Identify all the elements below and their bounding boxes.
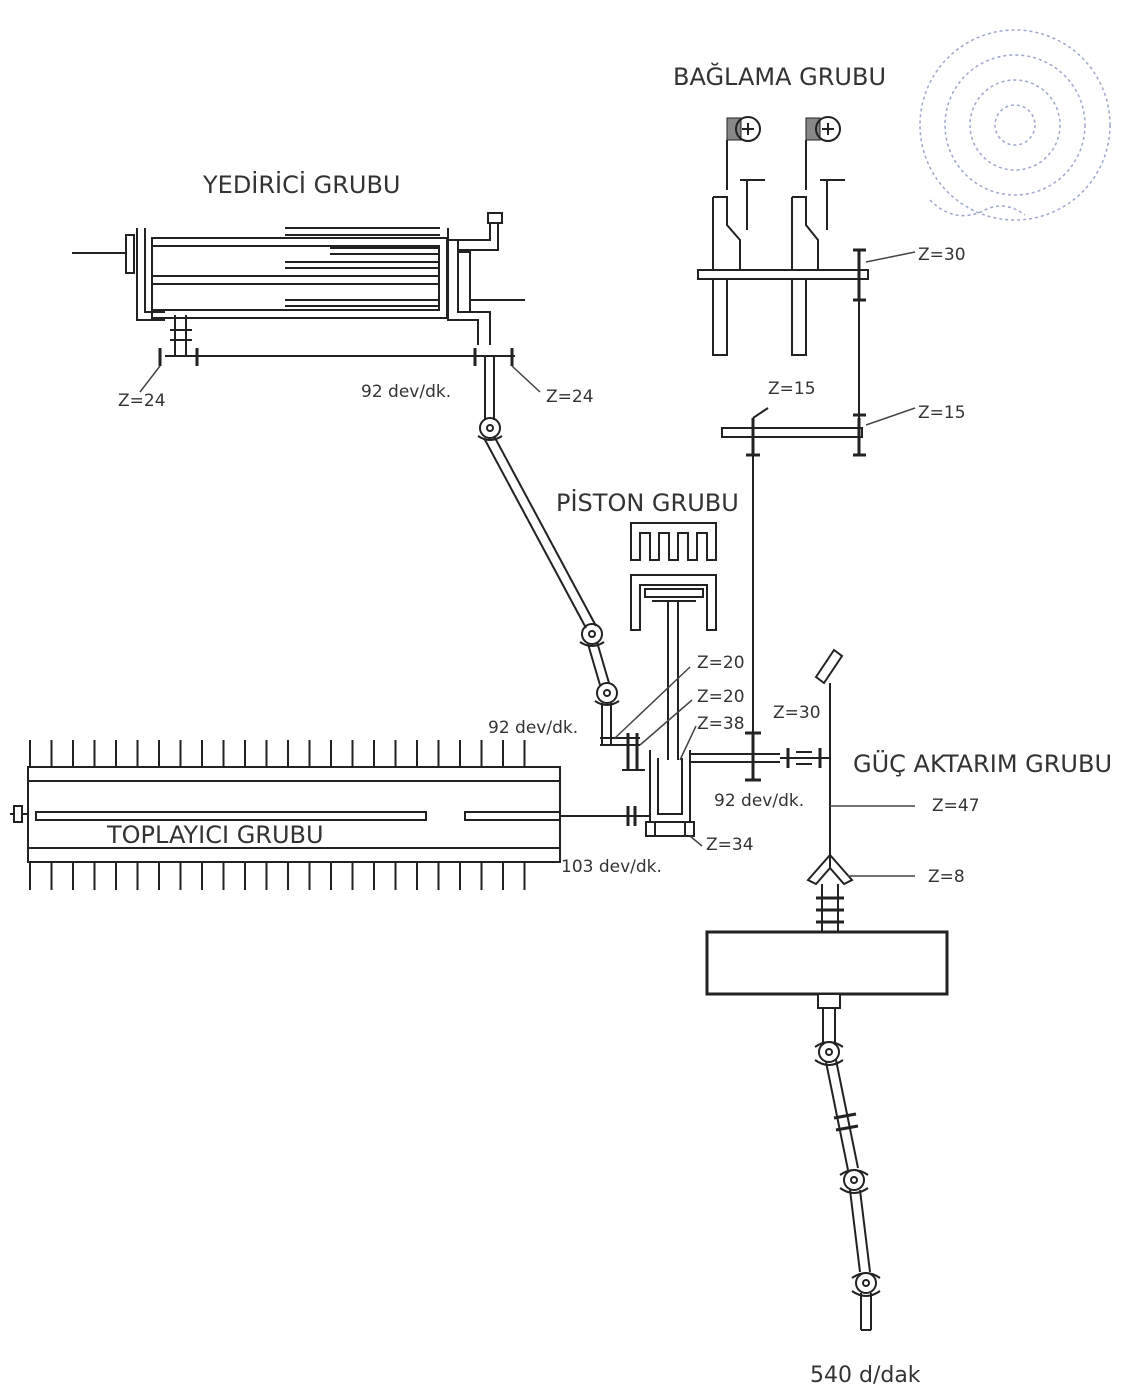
- pickup-tines-bottom: [29, 862, 526, 890]
- piston-group-drawing: [600, 522, 830, 847]
- label-z20-a: Z=20: [697, 653, 745, 673]
- toplayici-group-drawing: [10, 740, 650, 890]
- toplayici-group-title: TOPLAYICI GRUBU: [106, 821, 324, 849]
- guc-aktarim-group-drawing: [705, 648, 949, 1331]
- label-z24-left: Z=24: [118, 391, 166, 411]
- guc-aktarim-group-title: GÜÇ AKTARIM GRUBU: [853, 749, 1112, 778]
- label-rpm-yedirici: 92 dev/dk.: [361, 382, 451, 402]
- label-pto-speed: 540 d/dak: [810, 1363, 921, 1388]
- baglama-group-title: BAĞLAMA GRUBU: [673, 61, 886, 91]
- seal-stamp: [919, 29, 1111, 221]
- label-z47: Z=47: [932, 796, 980, 816]
- label-z30-top: Z=30: [918, 245, 966, 265]
- label-z8: Z=8: [928, 867, 965, 887]
- gearbox-block: [705, 930, 949, 996]
- label-z20-b: Z=20: [697, 687, 745, 707]
- label-z24-right: Z=24: [546, 387, 594, 407]
- baglama-group-drawing: [697, 116, 916, 780]
- label-rpm-piston: 92 dev/dk.: [488, 718, 578, 738]
- label-z15-right: Z=15: [918, 403, 966, 423]
- label-rpm-toplayici: 103 dev/dk.: [561, 857, 662, 877]
- yedirici-group-title: YEDİRİCİ GRUBU: [202, 170, 400, 199]
- label-z15-left: Z=15: [768, 379, 816, 399]
- piston-group-title: PİSTON GRUBU: [556, 488, 739, 517]
- yedirici-group-drawing: [72, 212, 541, 420]
- label-z38: Z=38: [697, 714, 745, 734]
- pickup-tines-top: [29, 740, 526, 767]
- feeder-drive-shaft: [477, 417, 620, 745]
- label-z34: Z=34: [706, 835, 754, 855]
- label-z30-mid: Z=30: [773, 703, 821, 723]
- label-rpm-guc: 92 dev/dk.: [714, 791, 804, 811]
